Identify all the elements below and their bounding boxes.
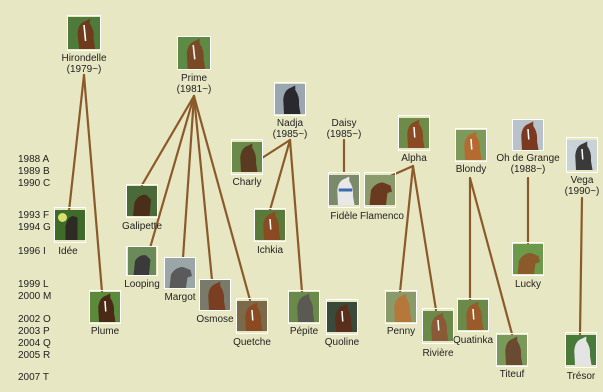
line-nadja-pepite: [288, 138, 304, 294]
horse-photo-vega: [566, 137, 598, 173]
year-label: 1996 I: [18, 246, 46, 257]
horse-photo-flamenco: [364, 172, 396, 208]
horse-name-penny: Penny: [386, 326, 416, 337]
horse-photo-charly: [231, 139, 263, 175]
horse-photo-penny: [385, 290, 417, 324]
horse-photo-lucky: [512, 242, 544, 276]
horse-photo-ohdegrange: [512, 119, 544, 151]
horse-photo-pepite: [288, 290, 320, 324]
horse-name-margot: Margot: [164, 292, 196, 303]
horse-photo-quetche: [236, 298, 268, 334]
horse-name-hirondelle: Hirondelle: [61, 53, 107, 64]
line-alpha-riviere: [411, 164, 438, 312]
year-label: 1999 L: [18, 279, 49, 290]
horse-photo-hirondelle: [67, 15, 101, 51]
year-label: 2005 R: [18, 350, 51, 361]
horse-name-flamenco: Flamenco: [360, 211, 404, 222]
year-label: 2007 T: [18, 372, 49, 383]
horse-name-osmose: Osmose: [196, 314, 234, 325]
line-prime-osmose: [192, 94, 214, 282]
horse-name-riviere: Rivière: [422, 348, 454, 359]
horse-name-charly: Charly: [232, 177, 262, 188]
horse-photo-blondy: [455, 128, 487, 162]
year-label: 2000 M: [18, 291, 52, 302]
line-prime-margot: [181, 94, 196, 260]
horse-years-daisy: (1985~): [326, 129, 362, 140]
horse-photo-titeuf: [496, 333, 528, 367]
horse-name-vega: Vega: [570, 175, 594, 186]
horse-name-quoline: Quoline: [324, 337, 360, 348]
horse-name-nadja: Nadja: [276, 118, 304, 129]
horse-name-titeuf: Titeuf: [499, 369, 525, 380]
year-label: 2003 P: [18, 326, 50, 337]
horse-name-fidele: Fidèle: [330, 211, 358, 222]
horse-photo-galipette: [126, 184, 158, 218]
year-label: 1990 C: [18, 178, 51, 189]
year-label: 1989 B: [18, 166, 50, 177]
horse-photo-riviere: [422, 308, 454, 344]
horse-photo-plume: [89, 290, 121, 324]
year-label: 1994 G: [18, 222, 51, 233]
horse-name-quetche: Quetche: [233, 337, 271, 348]
year-label: 2004 Q: [18, 338, 51, 349]
line-vega-tresor: [578, 196, 584, 336]
horse-photo-nadja: [274, 82, 306, 116]
horse-photo-prime: [177, 36, 211, 70]
horse-name-alpha: Alpha: [401, 153, 427, 164]
horse-name-daisy: Daisy: [331, 118, 357, 129]
horse-years-prime: (1981~): [176, 84, 212, 95]
horse-photo-osmose: [199, 279, 231, 311]
horse-photo-ichkia: [254, 208, 286, 242]
line-alpha-penny: [398, 164, 415, 294]
horse-name-pepite: Pépite: [289, 326, 319, 337]
year-label: 1988 A: [18, 154, 50, 165]
horse-photo-margot: [164, 257, 196, 289]
line-prime-looping: [148, 94, 196, 250]
horse-name-idee: Idée: [58, 246, 78, 257]
horse-years-hirondelle: (1979~): [66, 64, 102, 75]
horse-name-quatinka: Quatinka: [452, 335, 494, 346]
line-prime-quetche: [192, 94, 252, 302]
horse-photo-looping: [126, 246, 158, 276]
horse-name-looping: Looping: [124, 279, 160, 290]
horse-name-galipette: Galipette: [121, 221, 163, 232]
line-prime-galipette: [140, 94, 196, 187]
horse-years-vega: (1990~): [564, 186, 600, 197]
line-nadja-ichkia: [268, 138, 292, 212]
horse-photo-tresor: [565, 332, 597, 368]
horse-name-blondy: Blondy: [455, 164, 487, 175]
horse-name-tresor: Trésor: [566, 371, 596, 382]
horse-name-lucky: Lucky: [514, 279, 542, 290]
horse-name-ohdegrange: Oh de Grange: [496, 153, 560, 164]
year-label: 2002 O: [18, 314, 51, 325]
horse-years-ohdegrange: (1988~): [510, 164, 546, 175]
horse-name-ichkia: Ichkia: [256, 245, 284, 256]
horse-photo-quatinka: [457, 298, 489, 332]
horse-name-plume: Plume: [90, 326, 120, 337]
horse-photo-fidele: [328, 172, 360, 208]
line-nadja-charly: [260, 138, 292, 160]
horse-photo-quoline: [326, 299, 358, 335]
line-hirondelle-plume: [82, 73, 104, 294]
horse-years-nadja: (1985~): [272, 129, 308, 140]
horse-photo-alpha: [398, 115, 430, 151]
horse-name-prime: Prime: [180, 73, 208, 84]
horse-photo-idee: [54, 207, 86, 243]
line-blondy-titeuf: [468, 176, 514, 336]
year-label: 1993 F: [18, 210, 50, 221]
